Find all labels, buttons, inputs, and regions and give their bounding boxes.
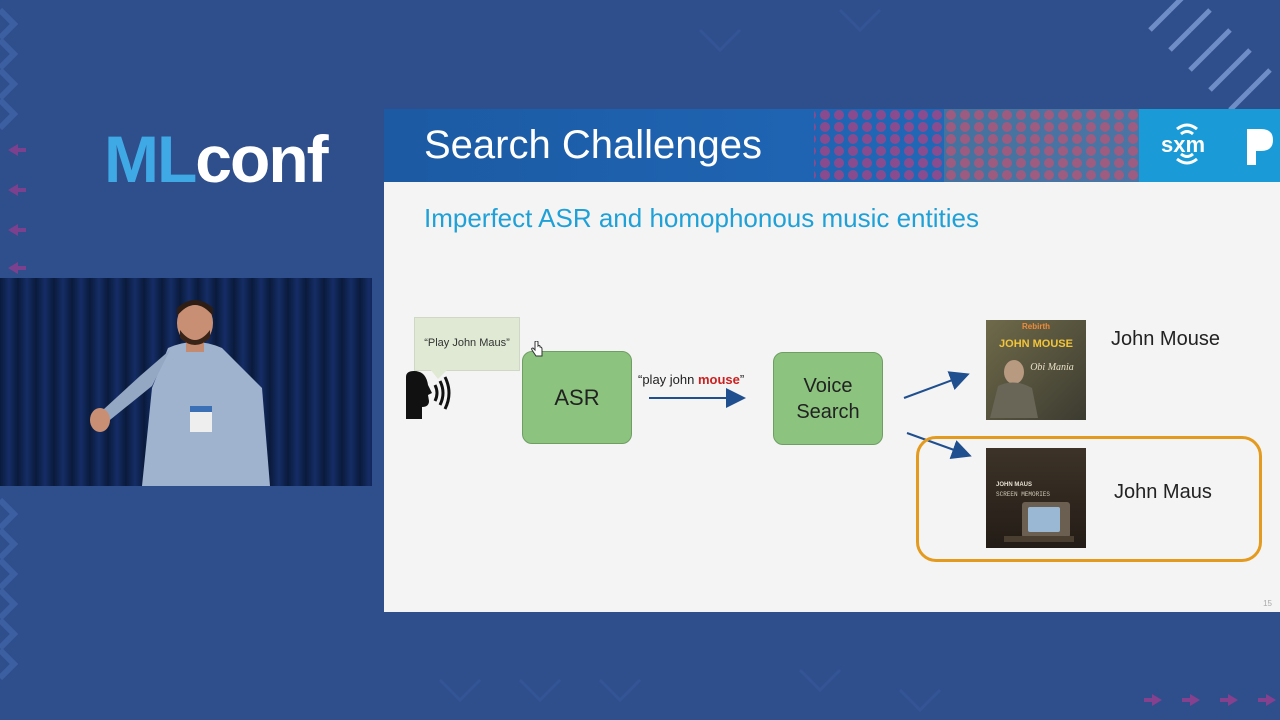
query-highlight: mouse xyxy=(697,372,740,387)
album1-top-text: Rebirth xyxy=(1022,322,1050,331)
result-artist-2: John Maus xyxy=(1114,481,1212,503)
asr-label: ASR xyxy=(554,384,600,410)
speaking-head-icon xyxy=(406,371,451,419)
result-artist-1: John Mouse xyxy=(1111,328,1220,350)
arrow-to-result2 xyxy=(906,432,972,459)
query-suffix: ” xyxy=(739,372,745,387)
voice-search-box: Voice Search xyxy=(773,352,883,445)
voice-search-line1: Voice xyxy=(803,374,853,397)
header-dot-pattern xyxy=(384,109,1280,182)
arrow-to-result1 xyxy=(903,371,970,399)
correct-result-highlight xyxy=(916,436,1262,562)
speaker-image xyxy=(0,278,372,486)
mlconf-logo: MLconf xyxy=(104,126,329,192)
speech-bubble-tail xyxy=(430,369,448,379)
album1-main-text: JOHN MOUSE xyxy=(999,338,1073,350)
flow-arrows xyxy=(649,371,972,459)
brand-logos: sxm xyxy=(1139,109,1280,182)
logo-ml: ML xyxy=(104,122,197,196)
logo-conf: conf xyxy=(195,122,328,196)
album-cover-john-mouse: Rebirth JOHN MOUSE Obi Mania xyxy=(986,320,1086,420)
asr-output-query: “play john mouse” xyxy=(638,372,744,387)
slide-title: Search Challenges xyxy=(424,123,762,167)
voice-search-line2: Search xyxy=(796,400,860,423)
album2-main-text: SCREEN MEMORIES xyxy=(996,491,1050,498)
slide-number: 15 xyxy=(1263,599,1272,608)
hand-cursor-icon xyxy=(531,341,543,357)
album2-top-text: JOHN MAUS xyxy=(996,482,1032,488)
query-prefix: “play john xyxy=(638,372,698,387)
sxm-pandora-logo: sxm xyxy=(1161,123,1273,165)
asr-box: ASR xyxy=(522,351,632,444)
album-cover-john-maus: JOHN MAUS SCREEN MEMORIES xyxy=(986,448,1086,548)
album1-sub-text: Obi Mania xyxy=(1030,362,1074,373)
speaker-video xyxy=(0,278,372,486)
speech-bubble: “Play John Maus” xyxy=(414,317,520,371)
slide-subtitle: Imperfect ASR and homophonous music enti… xyxy=(424,203,979,233)
presentation-slide: Search Challenges sxm Imperfect ASR and … xyxy=(384,109,1280,612)
slide-header: Search Challenges sxm xyxy=(384,109,1280,182)
brand-sxm-text: sxm xyxy=(1161,132,1205,157)
